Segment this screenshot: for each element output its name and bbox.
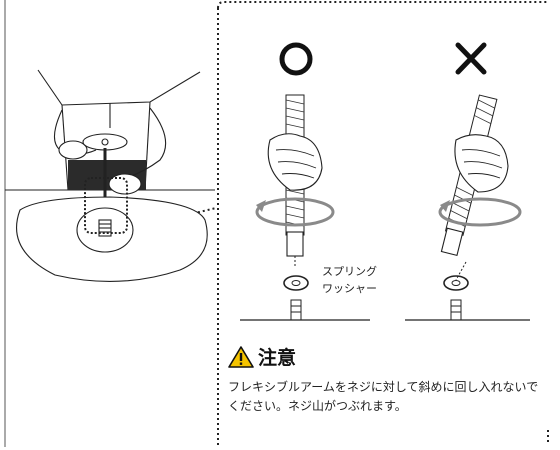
installation-scene [5,69,215,282]
hand-tilted [454,134,509,193]
zoom-box [84,177,128,234]
drain-circle [76,207,134,253]
spring-washer [283,275,309,291]
right-hand [108,173,142,195]
bolt-stub [290,299,302,321]
wrong-example [405,42,530,321]
caution-section: 注意 フレキシブルアームをネジに対して斜めに回し入れないでください。ネジ山がつぶ… [228,343,553,416]
spring-washer-label-line-1: スプリング [322,265,377,278]
caution-title: 注意 [258,347,297,369]
bolt-stub-tilted [450,299,462,321]
sink-basin [16,196,208,282]
correct-mark-icon [279,42,313,76]
rotation-arrow-tilted-icon [438,197,522,227]
callout-frame-top [217,1,548,9]
mounting-plate [82,133,128,151]
spring-washer-label: スプリング ワッシャー [322,263,402,297]
spring-washer-tilted [443,275,469,291]
caution-heading: 注意 [228,343,553,370]
rotation-arrow-icon [255,197,335,227]
torso-outline [37,69,201,106]
wrong-mark-icon [455,42,487,75]
left-hand [58,140,88,160]
correct-example [240,42,370,321]
warning-triangle-icon [228,345,254,368]
caution-text: フレキシブルアームをネジに対して斜めに回し入れないでください。ネジ山がつぶれます… [228,380,539,413]
spring-washer-label-line-2: ワッシャー [322,282,377,295]
